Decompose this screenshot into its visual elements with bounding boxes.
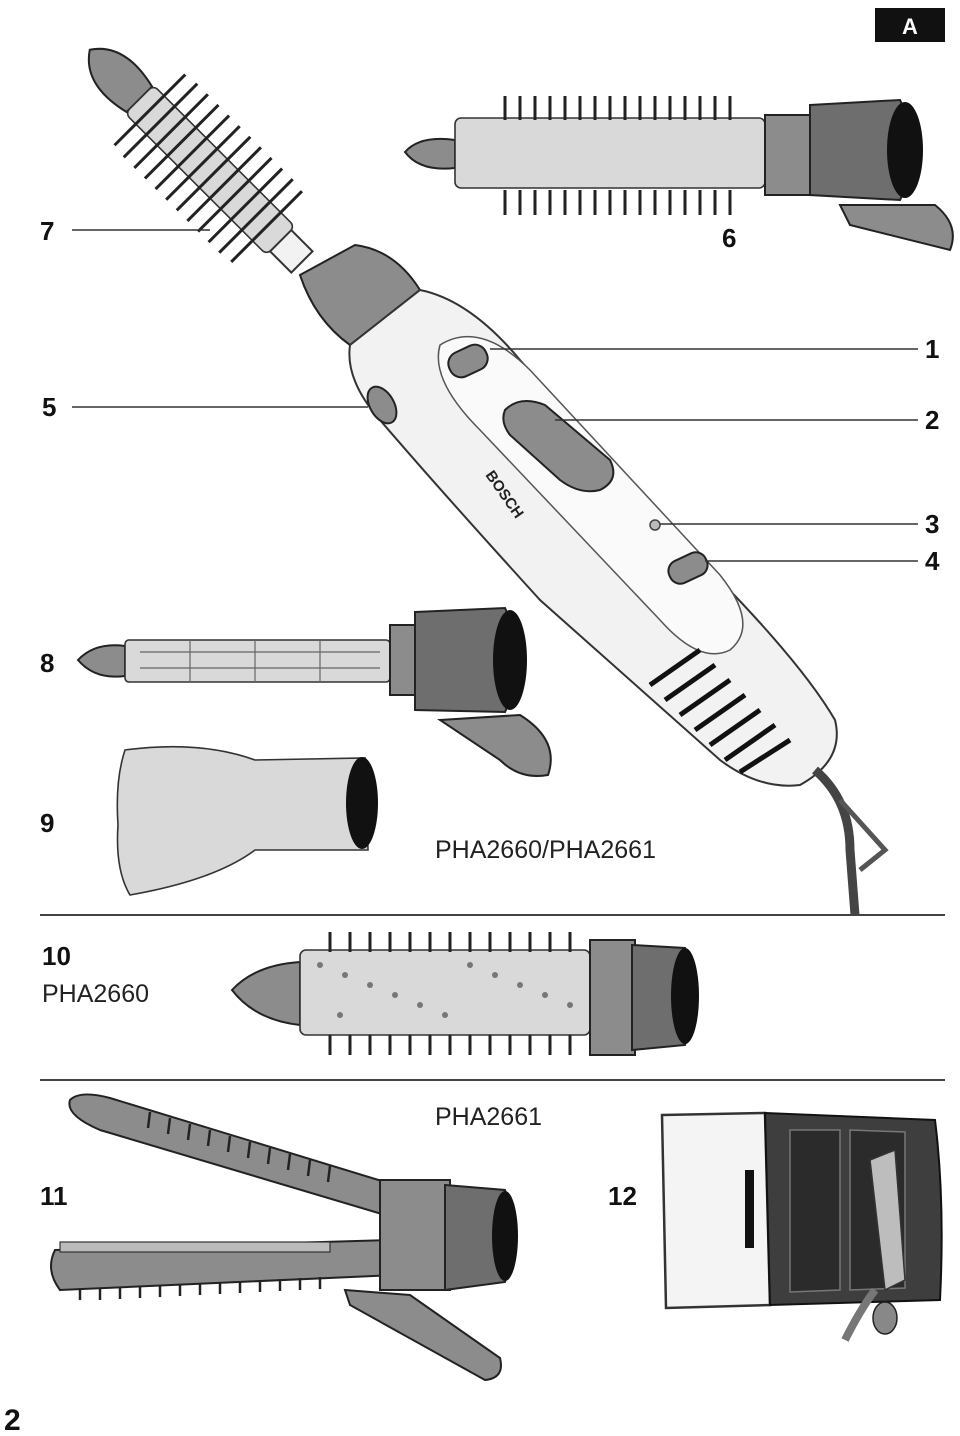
- callout-7: 7: [40, 216, 54, 246]
- styler-body: BOSCH: [298, 243, 889, 916]
- large-round-brush-attachment: [230, 932, 699, 1056]
- curling-brush-attachment: [403, 96, 954, 252]
- round-brush-attachment: [87, 47, 314, 274]
- callout-12: 12: [608, 1181, 637, 1211]
- callout-11: 11: [40, 1181, 68, 1211]
- callout-5: 5: [42, 392, 56, 422]
- model-label-both: PHA2660/PHA2661: [435, 836, 656, 864]
- callout-9: 9: [40, 808, 54, 838]
- concentrator-nozzle: [116, 745, 378, 896]
- round-brush-bristles: [113, 73, 303, 263]
- model-label-pha2660: PHA2660: [42, 980, 149, 1008]
- callout-10: 10: [42, 941, 71, 971]
- callout-1: 1: [925, 334, 939, 364]
- page-number: 2: [4, 1404, 21, 1436]
- curling-brush-bristles: [503, 96, 732, 215]
- section-badge-label: A: [902, 14, 918, 39]
- callout-4: 4: [925, 546, 940, 576]
- callout-2: 2: [925, 405, 939, 435]
- air-vents: [648, 647, 792, 775]
- power-cable: [811, 766, 860, 916]
- release-button: [366, 385, 398, 425]
- cool-shot-button: [667, 551, 709, 585]
- airflow-switch: [447, 343, 489, 379]
- callout-8: 8: [40, 648, 54, 678]
- callout-3: 3: [925, 509, 939, 539]
- large-brush-bristles: [328, 932, 572, 1055]
- section-badge: A: [875, 8, 945, 42]
- indicator-light: [649, 519, 661, 531]
- straightener-attachment: [50, 1093, 518, 1382]
- model-label-pha2661: PHA2661: [435, 1103, 542, 1131]
- curling-tong-attachment: [76, 606, 552, 777]
- leader-lines: [72, 229, 918, 562]
- callout-6: 6: [722, 223, 736, 253]
- temperature-slider: [502, 400, 615, 493]
- storage-bag: [660, 1111, 943, 1342]
